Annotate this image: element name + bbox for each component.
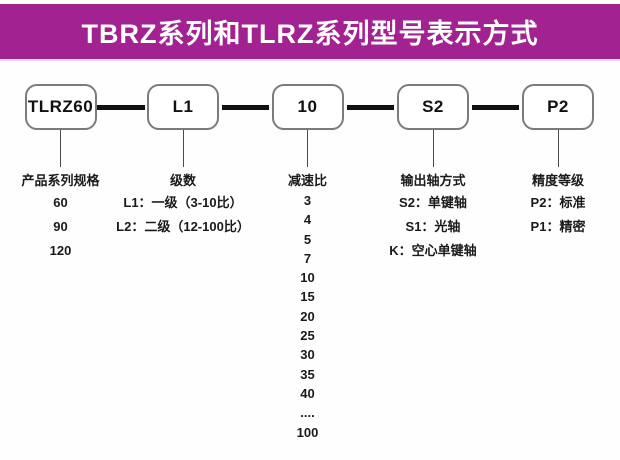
precision-code-label: P2 (547, 97, 569, 116)
stage-code-box: L1 (147, 84, 219, 130)
column-header: 减速比 (287, 173, 327, 188)
page-title: TBRZ系列和TLRZ系列型号表示方式 (81, 19, 539, 49)
drop-line (432, 130, 434, 167)
option-item: 100 (296, 424, 319, 440)
option-item: 90 (53, 219, 68, 234)
connector-line (97, 105, 145, 110)
shaft-code-label: S2 (422, 97, 444, 116)
option-item: L2：二级（12-100比） (116, 219, 250, 234)
shaft-code-box: S2 (397, 84, 469, 130)
option-item: K：空心单键轴 (389, 243, 477, 258)
option-item: 15 (300, 289, 315, 305)
drop-line (307, 130, 308, 167)
precision-code-box: P2 (522, 84, 594, 130)
option-item: S2：单键轴 (399, 195, 467, 210)
column-header: 精度等级 (531, 173, 584, 188)
option-item: 20 (300, 308, 315, 324)
series-code-label: TLRZ60 (27, 97, 94, 116)
column-output-shaft: S2 输出轴方式 S2：单键轴 S1：光轴 K：空心单键轴 (370, 84, 496, 263)
option-item: 25 (300, 328, 315, 344)
option-item: 7 (303, 250, 312, 266)
column-ratio: 10 减速比 3 4 5 7 10 15 20 25 30 35 40 ....… (245, 84, 370, 442)
option-item: L1：一级（3-10比） (123, 195, 243, 210)
option-item: 60 (53, 195, 68, 210)
drop-line (182, 130, 184, 167)
column-stages: L1 级数 L1：一级（3-10比） L2：二级（12-100比） (116, 84, 250, 239)
option-item: .... (300, 405, 315, 421)
column-header: 级数 (169, 173, 196, 188)
column-header: 输出轴方式 (400, 173, 466, 188)
series-code-box: TLRZ60 (24, 84, 97, 130)
connector-line (222, 105, 269, 110)
connector-line (347, 105, 394, 110)
option-list: S2：单键轴 S1：光轴 K：空心单键轴 (389, 191, 476, 263)
option-item: 35 (300, 366, 315, 382)
option-item: 5 (303, 231, 312, 247)
option-item: 10 (300, 270, 315, 286)
designation-columns: TLRZ60 产品系列规格 60 90 120 L1 级数 L1：一级（3-10… (0, 84, 620, 442)
option-item: 120 (49, 243, 72, 258)
option-list: 60 90 120 (50, 191, 72, 263)
option-item: 3 (303, 193, 312, 208)
option-item: 40 (300, 385, 315, 401)
title-banner: TBRZ系列和TLRZ系列型号表示方式 (0, 4, 620, 61)
drop-line (557, 130, 559, 167)
option-item: 4 (303, 212, 312, 228)
option-item: P2：标准 (530, 195, 586, 210)
column-precision: P2 精度等级 P2：标准 P1：精密 (496, 84, 620, 239)
option-list: P2：标准 P1：精密 (531, 191, 586, 239)
ratio-code-label: 10 (297, 97, 318, 116)
ratio-code-box: 10 (271, 84, 344, 130)
option-list: L1：一级（3-10比） L2：二级（12-100比） (116, 191, 250, 239)
drop-line (60, 130, 61, 167)
option-item: 30 (300, 347, 315, 363)
column-header: 产品系列规格 (21, 173, 100, 188)
connector-line (472, 105, 519, 110)
option-item: S1：光轴 (405, 219, 461, 234)
column-series: TLRZ60 产品系列规格 60 90 120 (0, 84, 121, 263)
stage-code-label: L1 (172, 97, 194, 116)
option-item: P1：精密 (530, 219, 586, 234)
option-list: 3 4 5 7 10 15 20 25 30 35 40 .... 100 (297, 191, 319, 442)
